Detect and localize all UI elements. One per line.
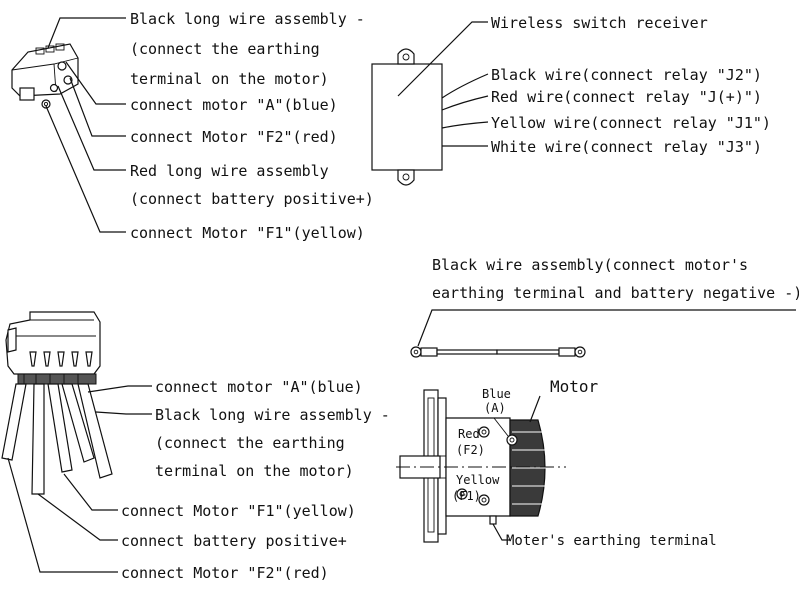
relay-top-label-battery-positive: (connect battery positive+)	[130, 190, 374, 208]
relay-top-label-motor-f1: connect Motor "F1"(yellow)	[130, 224, 365, 242]
relay-top-label-earthing-1: (connect the earthing	[130, 40, 320, 58]
receiver-wire-black: Black wire(connect relay "J2")	[491, 66, 762, 84]
relay-top-leaders	[45, 17, 126, 233]
motor-blue-label: Blue	[482, 387, 511, 401]
receiver-wire-yellow: Yellow wire(connect relay "J1")	[491, 114, 771, 132]
relay-bottom-label-earthing-2: terminal on the motor)	[155, 462, 354, 480]
relay-bottom-illustration	[1, 311, 152, 573]
motor-yellow-label: Yellow	[456, 473, 500, 487]
receiver-wire-red: Red wire(connect relay "J(+)")	[491, 88, 762, 106]
receiver-illustration	[371, 21, 489, 186]
black-wire-assembly-illustration	[410, 309, 796, 358]
motor-a-label: (A)	[484, 401, 506, 415]
relay-bottom-label-motor-a: connect motor "A"(blue)	[155, 378, 363, 396]
motor-f2-label: (F2)	[456, 443, 485, 457]
relay-top-illustration	[11, 43, 79, 109]
relay-bottom-label-motor-f1: connect Motor "F1"(yellow)	[121, 502, 356, 520]
receiver-wire-white: White wire(connect relay "J3")	[491, 138, 762, 156]
motor-f1-label: (F1)	[452, 489, 481, 503]
motor-title: Motor	[550, 377, 599, 396]
relay-top-label-earthing-2: terminal on the motor)	[130, 70, 329, 88]
black-assembly-line-1: Black wire assembly(connect motor's	[432, 256, 748, 274]
motor-earthing-label: Moter's earthing terminal	[506, 533, 717, 549]
relay-bottom-label-black-long-wire: Black long wire assembly -	[155, 406, 390, 424]
relay-top-label-motor-a: connect motor "A"(blue)	[130, 96, 338, 114]
relay-top-label-black-long-wire: Black long wire assembly -	[130, 10, 365, 28]
relay-top-label-motor-f2: connect Motor "F2"(red)	[130, 128, 338, 146]
black-assembly-line-2: earthing terminal and battery negative -…	[432, 284, 799, 302]
motor-illustration	[396, 389, 566, 543]
motor-red-label: Red	[458, 427, 480, 441]
relay-top-label-red-long-wire: Red long wire assembly	[130, 162, 329, 180]
relay-bottom-label-battery-positive: connect battery positive+	[121, 532, 347, 550]
receiver-title: Wireless switch receiver	[491, 14, 708, 32]
relay-bottom-label-motor-f2: connect Motor "F2"(red)	[121, 564, 329, 582]
relay-bottom-label-earthing-1: (connect the earthing	[155, 434, 345, 452]
